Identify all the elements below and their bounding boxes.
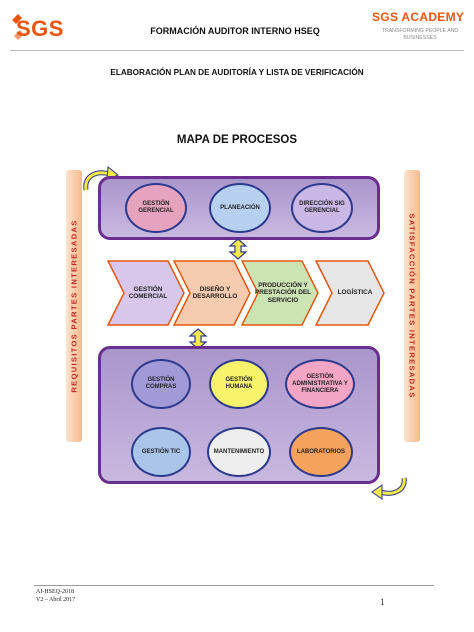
page-number: 1: [380, 597, 385, 607]
process-label: LABORATORIOS: [296, 448, 346, 455]
header-title: FORMACIÓN AUDITOR INTERNO HSEQ: [150, 26, 320, 36]
curved-arrow-icon: [371, 477, 407, 500]
process-planeacion: PLANEACIÓN: [209, 183, 271, 233]
header-divider: [10, 50, 464, 51]
chevron-gestion-comercial: [106, 260, 185, 326]
process-mantenimiento: MANTENIMIENTO: [207, 427, 271, 477]
footer-code: AI-HSEQ-2018: [36, 589, 74, 595]
sgs-logo-icon: [12, 14, 24, 40]
chevron-diseno-desarrollo: [172, 260, 251, 326]
left-requirements-bar: REQUISITOS PARTES INTERESADAS: [66, 170, 82, 442]
map-title: MAPA DE PROCESOS: [176, 134, 298, 146]
process-label: PLANEACIÓN: [220, 204, 260, 211]
chevron-label: DISEÑO Y DESARROLLO: [192, 285, 238, 300]
process-label: GESTIÓN TIC: [141, 448, 181, 455]
process-gestion-gerencial: GESTIÓN GERENCIAL: [125, 183, 187, 233]
chevron-logistica: [314, 260, 385, 326]
footer-version: V2 – Abril 2017: [36, 597, 76, 603]
document-subtitle: ELABORACIÓN PLAN DE AUDITORÍA Y LISTA DE…: [110, 68, 364, 77]
process-gestion-compras: GESTIÓN COMPRAS: [131, 359, 191, 409]
chevron-label: PRODUCCIÓN Y PRESTACIÓN DEL SERVICIO: [255, 281, 311, 304]
double-arrow-icon: [228, 238, 248, 260]
right-satisfaction-bar: SATISFACCIÓN PARTES INTERESADAS: [404, 170, 420, 442]
chevron-label: GESTIÓN COMERCIAL: [128, 285, 168, 300]
academy-name: SGS ACADEMY: [372, 10, 465, 24]
missional-processes-chain: [106, 260, 385, 326]
footer-divider: [34, 585, 434, 586]
right-bar-label: SATISFACCIÓN PARTES INTERESADAS: [407, 213, 417, 399]
process-gestion-humana: GESTIÓN HUMANA: [209, 359, 269, 409]
process-laboratorios: LABORATORIOS: [289, 427, 353, 477]
process-gestion-tic: GESTIÓN TIC: [131, 427, 191, 477]
sgs-logo-text: SGS: [16, 16, 64, 41]
left-bar-label: REQUISITOS PARTES INTERESADAS: [69, 219, 79, 393]
strategic-processes-panel: GESTIÓN GERENCIAL PLANEACIÓN DIRECCIÓN S…: [98, 176, 380, 240]
process-label: GESTIÓN HUMANA: [225, 377, 253, 390]
process-label: MANTENIMIENTO: [213, 448, 265, 455]
process-label: GESTIÓN GERENCIAL: [138, 201, 174, 214]
academy-tagline: TRANSFORMING PEOPLE AND BUSINESSES: [381, 28, 459, 41]
sgs-logo: [12, 10, 74, 44]
process-direccion-sig: DIRECCIÓN SIG GERENCIAL: [291, 183, 353, 233]
process-gestion-administrativa: GESTIÓN ADMINISTRATIVA Y FINANCIERA: [285, 359, 355, 409]
support-processes-panel: GESTIÓN COMPRAS GESTIÓN HUMANA GESTIÓN A…: [98, 346, 380, 484]
chevron-produccion-servicio: [240, 260, 319, 326]
chevron-label: LOGÍSTICA: [337, 289, 373, 297]
process-label: DIRECCIÓN SIG GERENCIAL: [299, 201, 345, 214]
process-label: GESTIÓN ADMINISTRATIVA Y FINANCIERA: [292, 373, 348, 394]
process-label: GESTIÓN COMPRAS: [145, 377, 177, 390]
